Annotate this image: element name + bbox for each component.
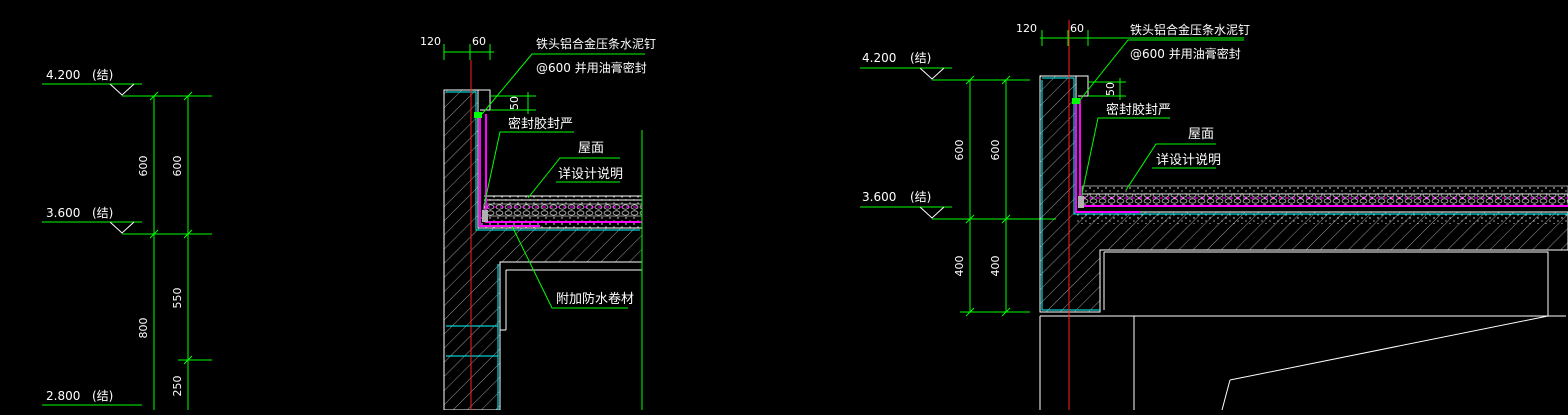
dim-600: 600 — [953, 140, 966, 161]
elevation-marker-3600-right: 3.600 (结) — [860, 190, 952, 219]
dim-60: 60 — [1070, 22, 1084, 35]
roof-note: 屋面 — [578, 141, 604, 156]
dim-600: 600 — [171, 156, 184, 177]
roof-insulation-layer — [483, 203, 643, 217]
dim-50: 50 — [1104, 82, 1117, 96]
design-note: 详设计说明 — [558, 167, 623, 182]
dim-600: 600 — [137, 156, 150, 177]
dim-800: 800 — [137, 318, 150, 339]
dim-400: 400 — [953, 256, 966, 277]
extra-membrane-note: 附加防水卷材 — [556, 291, 634, 307]
structure-note: (结) — [910, 51, 931, 65]
nail-note-line1: 铁头铝合金压条水泥钉 — [536, 36, 656, 51]
dimension-chain-left: 600 600 800 550 250 — [122, 91, 212, 410]
dim-50: 50 — [508, 96, 521, 110]
dim-550: 550 — [171, 288, 184, 309]
dim-600: 600 — [989, 140, 1002, 161]
top-dimension-right: 120 60 — [1016, 22, 1244, 46]
nail-note-line2: @600 并用油膏密封 — [536, 60, 647, 75]
roof-note: 屋面 — [1188, 127, 1214, 142]
structure-note: (结) — [92, 68, 113, 82]
parapet-concrete — [443, 89, 643, 411]
sealant-note: 密封胶封严 — [508, 116, 573, 132]
dimension-chain-right: 600 600 400 400 — [932, 75, 1056, 317]
structure-note: (结) — [92, 206, 113, 220]
nail-note-line1: 铁头铝合金压条水泥钉 — [1130, 22, 1250, 37]
elevation-marker-2800: 2.800 (结) — [42, 389, 142, 406]
top-dimension-middle: 120 60 — [420, 35, 494, 60]
dim-60: 60 — [472, 35, 486, 48]
left-elevation-group: 4.200 (结) 3.600 (结) 2.800 (结) — [42, 68, 212, 410]
design-note: 详设计说明 — [1156, 153, 1221, 168]
elevation-marker-4200: 4.200 (结) — [42, 68, 142, 96]
elevation-label: 4.200 — [862, 51, 896, 65]
elevation-label: 3.600 — [46, 206, 80, 220]
parapet-detail-middle: 120 60 50 — [420, 35, 656, 411]
nail-note-line2: @600 并用油膏密封 — [1130, 46, 1241, 61]
structure-note: (结) — [92, 389, 113, 403]
dim-250: 250 — [171, 376, 184, 397]
structure-note: (结) — [910, 190, 931, 204]
roof-insulation-layer-right — [1081, 193, 1568, 207]
elevation-label: 2.800 — [46, 389, 80, 403]
elevation-label: 4.200 — [46, 68, 80, 82]
parapet-detail-right: 4.200 (结) 3.600 (结) 600 600 400 400 — [860, 20, 1568, 411]
sealant-note: 密封胶封严 — [1106, 102, 1171, 118]
dim-120: 120 — [1016, 22, 1037, 35]
elevation-marker-3600: 3.600 (结) — [42, 206, 142, 234]
dim-120: 120 — [420, 35, 441, 48]
dim-400: 400 — [989, 256, 1002, 277]
elevation-marker-4200-right: 4.200 (结) — [860, 51, 952, 80]
elevation-label: 3.600 — [862, 190, 896, 204]
